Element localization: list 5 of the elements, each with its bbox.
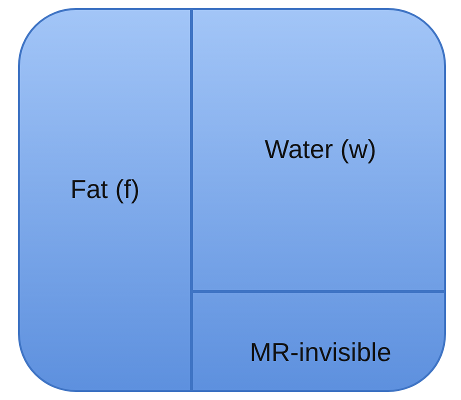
region-label: Fat (f) [69, 174, 141, 206]
region-label: Water (w) [264, 134, 378, 165]
rounded-panel [18, 8, 446, 392]
region-label: MR-invisible [248, 337, 392, 368]
invisible-region [190, 290, 444, 390]
